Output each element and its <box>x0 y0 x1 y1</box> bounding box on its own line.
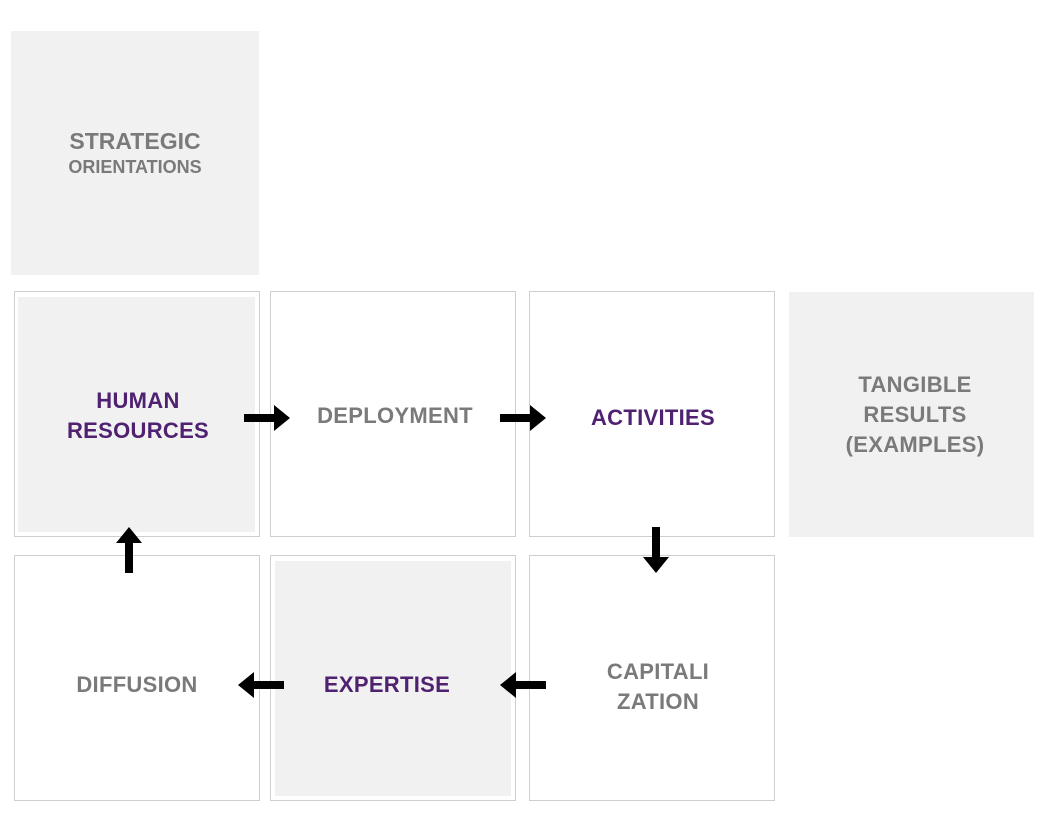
arrow-up-icon <box>116 527 142 573</box>
capitalization-box <box>529 555 775 801</box>
strategic-subtitle: ORIENTATIONS <box>68 157 202 177</box>
tangible-results-box <box>789 292 1034 537</box>
arrow-right-icon <box>500 405 546 431</box>
arrow-right-icon <box>244 405 290 431</box>
human-resources-label: HUMAN RESOURCES <box>66 388 210 443</box>
arrow-down-icon <box>643 527 669 573</box>
capitalization-label: CAPITALI ZATION <box>606 659 710 714</box>
diffusion-label: DIFFUSION <box>76 672 198 697</box>
expertise-label: EXPERTISE <box>323 672 451 697</box>
deployment-label: DEPLOYMENT <box>317 403 473 428</box>
arrow-left-icon <box>238 672 284 698</box>
strategic-title: STRATEGIC <box>69 128 201 154</box>
diffusion-box <box>14 555 260 801</box>
strategic-orientations-box: STRATEGIC ORIENTATIONS <box>11 31 259 275</box>
tangible-results-label: TANGIBLE RESULTS (EXAMPLES) <box>845 372 985 457</box>
deployment-box <box>270 291 516 537</box>
arrow-left-icon <box>500 672 546 698</box>
activities-box <box>529 291 775 537</box>
human-resources-fill <box>18 297 255 532</box>
expertise-fill <box>275 561 511 796</box>
activities-label: ACTIVITIES <box>590 405 715 430</box>
